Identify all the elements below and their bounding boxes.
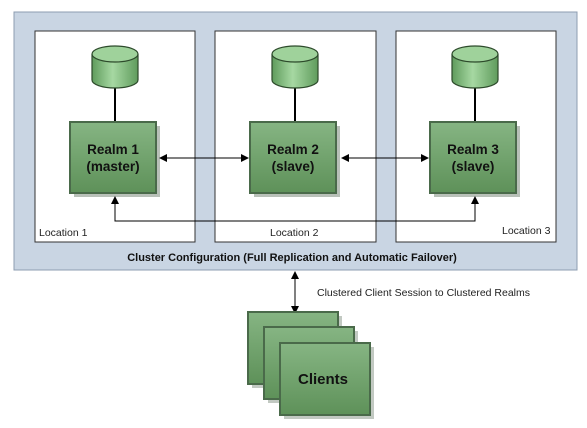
realm-node-3: Realm 3 (slave) bbox=[429, 121, 520, 197]
realm-node-2: Realm 2 (slave) bbox=[249, 121, 340, 197]
replication-arrow bbox=[111, 196, 479, 222]
realm-role: (slave) bbox=[272, 159, 315, 174]
realm-role: (slave) bbox=[452, 159, 495, 174]
database-icon bbox=[271, 45, 319, 89]
cluster-title: Cluster Configuration (Full Replication … bbox=[127, 252, 457, 264]
realm-name: Realm 1 bbox=[87, 142, 139, 157]
database-icon bbox=[451, 45, 499, 89]
clients-label: Clients bbox=[298, 371, 348, 388]
clients-stack: Clients bbox=[247, 311, 374, 419]
session-label: Clustered Client Session to Clustered Re… bbox=[317, 287, 530, 299]
realm-name: Realm 2 bbox=[267, 142, 319, 157]
location-label: Location 1 bbox=[39, 227, 88, 239]
database-icon bbox=[91, 45, 139, 89]
realm-role: (master) bbox=[86, 159, 139, 174]
location-label: Location 3 bbox=[502, 225, 551, 237]
location-label: Location 2 bbox=[270, 227, 319, 239]
realm-name: Realm 3 bbox=[447, 142, 499, 157]
realm-node-1: Realm 1 (master) bbox=[69, 121, 160, 197]
